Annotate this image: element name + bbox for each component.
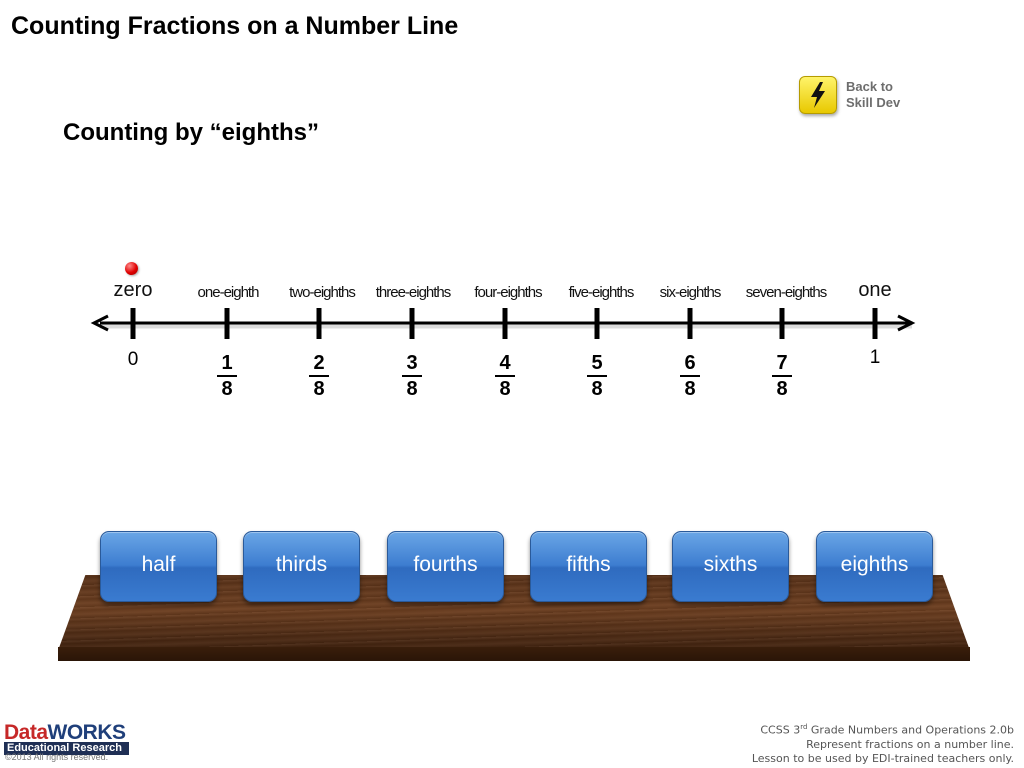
position-marker-dot[interactable] xyxy=(125,262,138,275)
word-label-five-eighths: five-eighths xyxy=(568,284,635,301)
right-arrow-icon xyxy=(897,314,916,332)
footer-line1: CCSS 3rd Grade Numbers and Operations 2.… xyxy=(760,723,1014,737)
logo-subtitle: Educational Research xyxy=(4,742,129,755)
section-subtitle: Counting by “eighths” xyxy=(63,119,319,146)
number-label-one: 1 xyxy=(869,347,881,368)
word-label-one: one xyxy=(858,279,892,301)
tick-marks xyxy=(130,308,878,339)
copyright-text: ©2013 All rights reserved. xyxy=(5,752,109,762)
number-label-zero: 0 xyxy=(127,349,139,370)
word-label-one-eighth: one-eighth xyxy=(197,284,260,301)
word-label-four-eighths: four-eighths xyxy=(474,284,542,301)
fourths-button[interactable]: fourths xyxy=(387,531,504,602)
back-button-line1: Back to xyxy=(846,79,893,94)
logo-data-text: Data xyxy=(4,721,48,744)
sixths-button[interactable]: sixths xyxy=(672,531,789,602)
word-label-two-eighths: two-eighths xyxy=(289,284,356,301)
lightning-icon xyxy=(799,76,837,114)
word-label-three-eighths: three-eighths xyxy=(375,284,452,301)
word-label-seven-eighths: seven-eighths xyxy=(745,284,827,301)
dataworks-logo: DataWORKS Educational Research xyxy=(4,721,129,755)
half-button[interactable]: half xyxy=(100,531,217,602)
fifths-button[interactable]: fifths xyxy=(530,531,647,602)
word-label-zero: zero xyxy=(113,279,153,301)
footer-line2: Represent fractions on a number line. xyxy=(806,737,1014,751)
logo-works-text: WORKS xyxy=(47,721,127,744)
eighths-button[interactable]: eighths xyxy=(816,531,933,602)
word-label-six-eighths: six-eighths xyxy=(659,284,722,301)
left-arrow-icon xyxy=(90,314,109,332)
page-title: Counting Fractions on a Number Line xyxy=(11,12,459,40)
standards-footer: CCSS 3rd Grade Numbers and Operations 2.… xyxy=(752,720,1014,766)
back-button-line2: Skill Dev xyxy=(846,95,901,110)
thirds-button[interactable]: thirds xyxy=(243,531,360,602)
wooden-shelf-front xyxy=(58,647,970,661)
back-to-skill-dev-button[interactable]: Back to Skill Dev xyxy=(799,74,919,116)
footer-line3: Lesson to be used by EDI-trained teacher… xyxy=(751,751,1014,765)
